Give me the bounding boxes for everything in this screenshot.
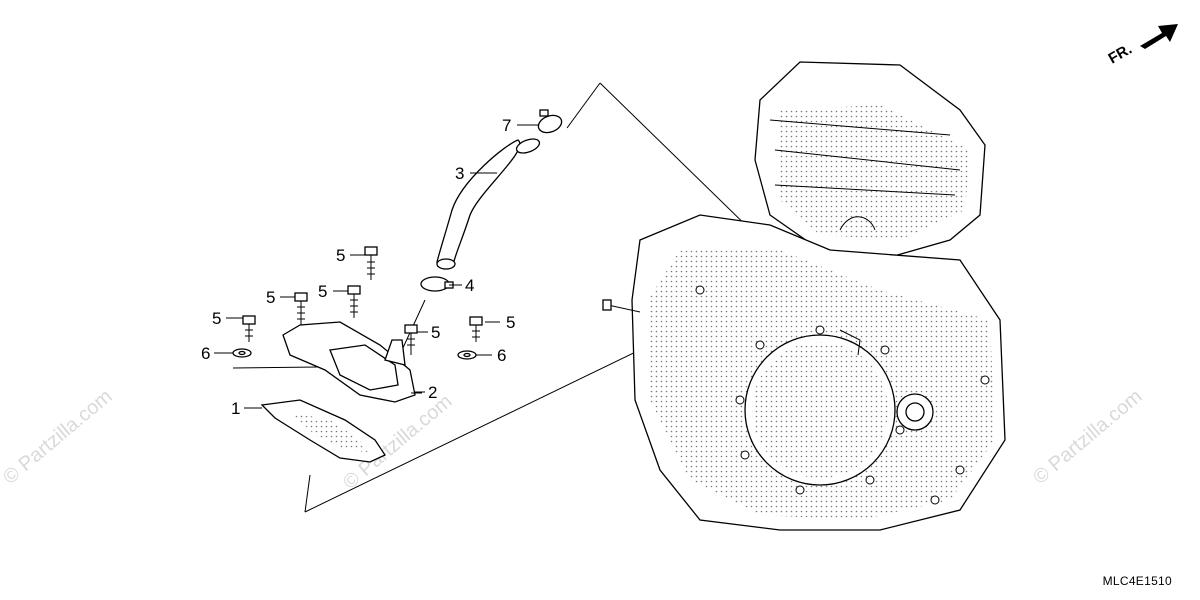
callout-4: 4 — [465, 276, 474, 295]
gasket-part-1 — [260, 399, 386, 463]
callout-5-a: 5 — [336, 246, 345, 265]
fr-label: FR. — [1106, 41, 1135, 68]
callout-7: 7 — [502, 116, 511, 135]
engine-assembly — [602, 61, 1006, 531]
clamp-part-7 — [537, 109, 563, 134]
bolt-4 — [242, 315, 256, 342]
callout-1: 1 — [231, 399, 240, 418]
callout-6-b: 6 — [497, 346, 506, 365]
bolt-5 — [404, 324, 418, 355]
bolts-part-5 — [242, 246, 483, 355]
bolt-1 — [364, 246, 378, 280]
callout-3: 3 — [455, 164, 464, 183]
callout-2: 2 — [428, 383, 437, 402]
washers-part-6 — [232, 348, 477, 360]
callout-5-b: 5 — [318, 282, 327, 301]
front-arrow-icon — [1140, 24, 1178, 49]
callout-5-c: 5 — [266, 288, 275, 307]
callout-leaders — [214, 124, 538, 409]
watermark-right: © Partzilla.com — [1029, 385, 1146, 488]
bolt-2 — [347, 285, 361, 318]
clamp-part-4 — [420, 276, 454, 292]
callout-5-e: 5 — [431, 323, 440, 342]
cover-part-2 — [282, 321, 422, 403]
callout-5-f: 5 — [506, 313, 515, 332]
hose-part-3 — [436, 138, 541, 270]
bolt-3 — [294, 292, 308, 325]
callout-labels: 1 2 3 4 7 5 5 5 5 5 5 6 6 — [201, 116, 515, 418]
callout-6-a: 6 — [201, 344, 210, 363]
diagram-code: MLC4E1510 — [1102, 574, 1172, 588]
watermark-left: © Partzilla.com — [0, 385, 116, 488]
callout-5-d: 5 — [212, 309, 221, 328]
front-direction-indicator: FR. — [1106, 24, 1178, 68]
bolt-6 — [469, 316, 483, 342]
